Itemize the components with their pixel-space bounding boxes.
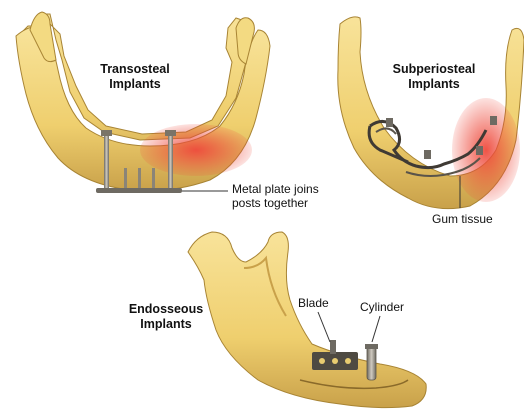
subperiosteal-title-line1: Subperiosteal: [382, 62, 486, 77]
subperiosteal-gum-tissue: [452, 98, 520, 202]
transosteal-callout: Metal plate joins posts together: [232, 182, 319, 211]
endosseous-blade-holes: [319, 358, 351, 364]
subperiosteal-title-line2: Implants: [382, 77, 486, 92]
endosseous-title-line1: Endosseous: [118, 302, 214, 317]
endosseous-blade-leader: [318, 312, 330, 342]
transosteal-title: Transosteal Implants: [90, 62, 180, 92]
endosseous-blade-post: [330, 340, 336, 354]
transosteal-jaw: [16, 12, 270, 193]
transosteal-gum-tissue: [140, 124, 252, 176]
transosteal-title-line2: Implants: [90, 77, 180, 92]
transosteal-title-line1: Transosteal: [90, 62, 180, 77]
subperiosteal-jaw: [338, 17, 524, 209]
endosseous-cylinder-leader: [372, 316, 380, 342]
subperiosteal-title: Subperiosteal Implants: [382, 62, 486, 92]
endosseous-title-line2: Implants: [118, 317, 214, 332]
endosseous-title: Endosseous Implants: [118, 302, 214, 332]
subperiosteal-callout: Gum tissue: [432, 212, 493, 226]
endosseous-cylinder-label: Cylinder: [360, 300, 404, 314]
transosteal-callout-line2: posts together: [232, 196, 319, 210]
endosseous-cylinder-cap: [365, 344, 378, 349]
endosseous-cylinder: [367, 346, 376, 380]
endosseous-jaw: [188, 232, 426, 408]
transosteal-callout-line1: Metal plate joins: [232, 182, 319, 196]
endosseous-blade-label: Blade: [298, 296, 329, 310]
transosteal-metal-plate: [96, 188, 182, 193]
